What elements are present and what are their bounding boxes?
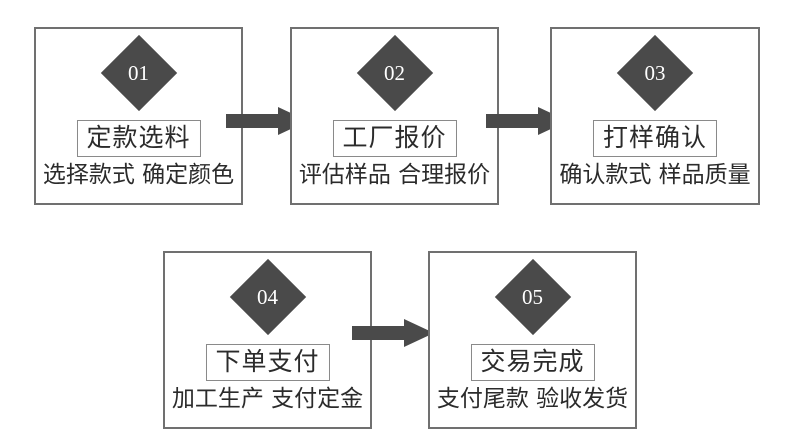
diamond-badge-05 xyxy=(494,258,571,336)
step-title-01: 定款选料 xyxy=(76,120,201,157)
step-subtitle-02: 评估样品 合理报价 xyxy=(298,162,491,188)
diamond-badge-01 xyxy=(100,34,177,112)
step-box-03[interactable]: 03 打样确认 确认款式 样品质量 xyxy=(550,27,760,205)
diamond-badge-02 xyxy=(356,34,433,112)
step-subtitle-03: 确认款式 样品质量 xyxy=(559,162,751,188)
step-subtitle-04: 加工生产 支付定金 xyxy=(171,386,364,412)
step-box-04[interactable]: 04 下单支付 加工生产 支付定金 xyxy=(163,251,372,429)
step-title-05: 交易完成 xyxy=(470,344,595,381)
diamond-badge-04 xyxy=(229,258,306,336)
step-box-05[interactable]: 05 交易完成 支付尾款 验收发货 xyxy=(428,251,637,429)
step-box-02[interactable]: 02 工厂报价 评估样品 合理报价 xyxy=(290,27,499,205)
arrow-step4-to-step5 xyxy=(352,319,434,347)
step-subtitle-01: 选择款式 确定颜色 xyxy=(42,162,235,188)
step-subtitle-05: 支付尾款 验收发货 xyxy=(436,386,629,412)
arrow-step1-to-step2 xyxy=(226,107,308,135)
diamond-badge-03 xyxy=(616,34,694,112)
arrow-step2-to-step3 xyxy=(486,107,568,135)
step-title-02: 工厂报价 xyxy=(332,120,457,157)
step-title-04: 下单支付 xyxy=(205,344,330,381)
step-box-01[interactable]: 01 定款选料 选择款式 确定颜色 xyxy=(34,27,243,205)
step-title-03: 打样确认 xyxy=(592,120,718,157)
